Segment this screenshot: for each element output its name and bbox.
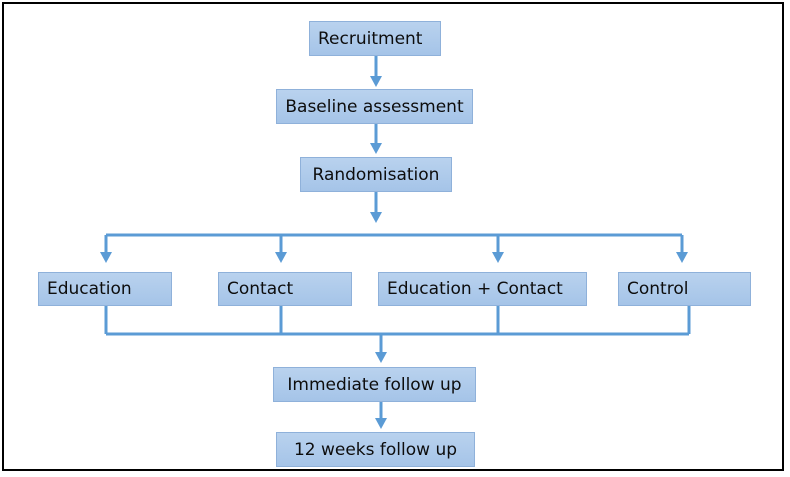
step-baseline-assessment: Baseline assessment (276, 89, 473, 124)
arrowhead-education-contact (492, 252, 504, 263)
arrowhead-immediate (375, 352, 387, 363)
step-immediate-label: Immediate follow up (287, 374, 462, 395)
arrowhead-twelve (375, 418, 387, 429)
step-recruitment-label: Recruitment (318, 28, 423, 49)
step-immediate-follow-up: Immediate follow up (273, 367, 476, 402)
arm-control: Control (618, 272, 751, 306)
arm-contact: Contact (218, 272, 352, 306)
arrowhead-randomisation (370, 143, 382, 154)
step-baseline-label: Baseline assessment (285, 96, 464, 117)
arm-contact-label: Contact (227, 279, 294, 299)
step-randomisation: Randomisation (300, 157, 452, 192)
arrowhead-contact (275, 252, 287, 263)
step-randomisation-label: Randomisation (312, 164, 440, 185)
arrowhead-education (100, 252, 112, 263)
arm-education: Education (38, 272, 172, 306)
arrowhead-baseline (370, 76, 382, 87)
arm-education-contact-label: Education + Contact (387, 279, 563, 299)
step-twelve-label: 12 weeks follow up (293, 439, 458, 460)
arrowhead-control (676, 252, 688, 263)
arm-education-label: Education (47, 279, 132, 299)
arm-education-contact: Education + Contact (378, 272, 587, 306)
step-recruitment: Recruitment (309, 21, 441, 56)
step-12-weeks-follow-up: 12 weeks follow up (276, 432, 475, 467)
arm-control-label: Control (627, 279, 689, 299)
arrowhead-split (370, 212, 382, 223)
